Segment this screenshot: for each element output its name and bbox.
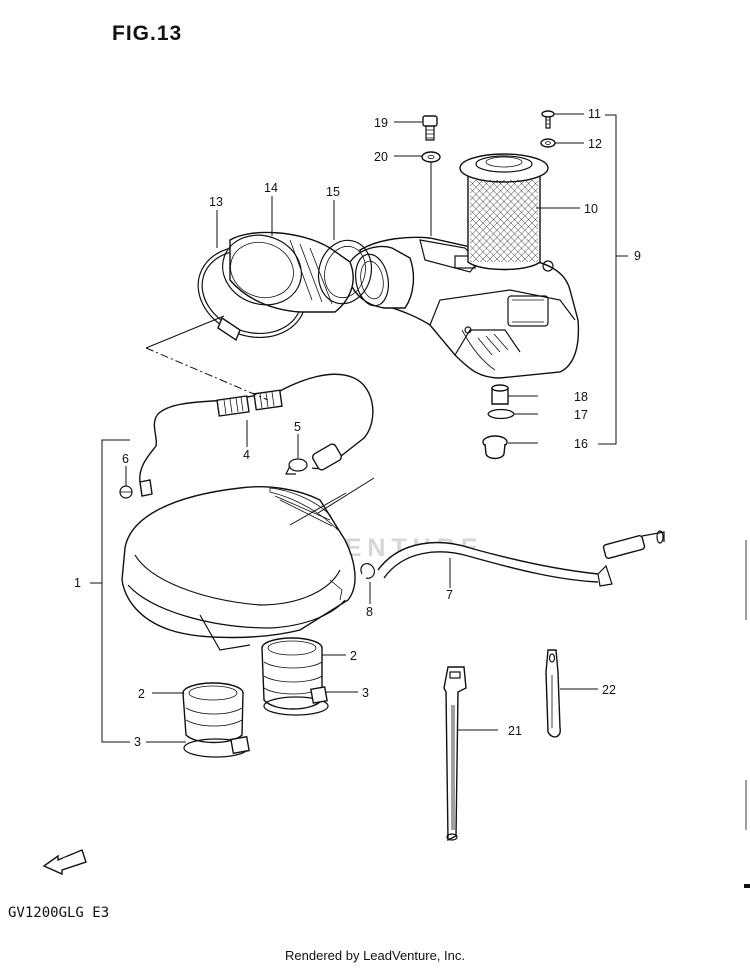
footer-credit: Rendered by LeadVenture, Inc. — [285, 948, 465, 963]
grommet-16 — [482, 435, 508, 460]
callout-20: 20 — [374, 150, 388, 164]
callout-10: 10 — [584, 202, 598, 216]
leader-lines — [90, 113, 628, 743]
strap-21 — [443, 666, 467, 842]
callout-21: 21 — [508, 724, 522, 738]
clip-8 — [360, 562, 376, 579]
bolt-19 — [422, 115, 438, 141]
seal-15 — [317, 239, 373, 305]
cap-18 — [491, 384, 509, 405]
screw-11 — [541, 110, 555, 129]
callout-2-upper: 2 — [350, 649, 357, 663]
outlet-tube-2-left — [182, 682, 244, 744]
callout-22: 22 — [602, 683, 616, 697]
fwd-label: FWD — [62, 853, 79, 865]
clip-17 — [487, 408, 515, 420]
model-code: GV1200GLG E3 — [8, 905, 110, 921]
callout-16: 16 — [574, 437, 588, 451]
callout-12: 12 — [588, 137, 602, 151]
callout-4: 4 — [243, 448, 250, 462]
strap-22 — [545, 649, 561, 738]
callout-9: 9 — [634, 249, 641, 263]
figure-title: FIG.13 — [112, 22, 183, 45]
washer-20 — [421, 151, 441, 163]
callout-18: 18 — [574, 390, 588, 404]
reference-lines — [145, 315, 375, 526]
callout-5: 5 — [294, 420, 301, 434]
callout-3-lower: 3 — [134, 735, 141, 749]
fwd-arrow-icon: FWD — [42, 849, 87, 876]
callout-6: 6 — [122, 452, 129, 466]
clip-6 — [119, 485, 133, 499]
callout-2-lower: 2 — [138, 687, 145, 701]
callout-3-upper: 3 — [362, 686, 369, 700]
callout-1: 1 — [74, 576, 81, 590]
callout-11: 11 — [588, 107, 601, 121]
callout-15: 15 — [326, 185, 340, 199]
clamp-5 — [285, 458, 308, 475]
air-cleaner-case — [349, 236, 580, 379]
air-cleaner-lower-case — [121, 486, 356, 651]
clamp-3-right — [263, 686, 329, 716]
callout-13: 13 — [209, 195, 223, 209]
callout-labels: 1 2 2 3 3 4 5 6 7 8 9 10 11 12 13 14 15 … — [74, 107, 641, 749]
air-filter-element — [459, 153, 549, 271]
drain-hose-7 — [377, 530, 665, 587]
breather-hose-4 — [139, 373, 374, 497]
scan-edge-marks — [744, 540, 750, 888]
callout-17: 17 — [574, 408, 588, 422]
washer-12 — [540, 138, 556, 148]
clamp-3-left — [183, 735, 250, 758]
callout-19: 19 — [374, 116, 388, 130]
callout-7: 7 — [446, 588, 453, 602]
callout-8: 8 — [366, 605, 373, 619]
intake-duct-14 — [222, 231, 354, 313]
callout-14: 14 — [264, 181, 278, 195]
